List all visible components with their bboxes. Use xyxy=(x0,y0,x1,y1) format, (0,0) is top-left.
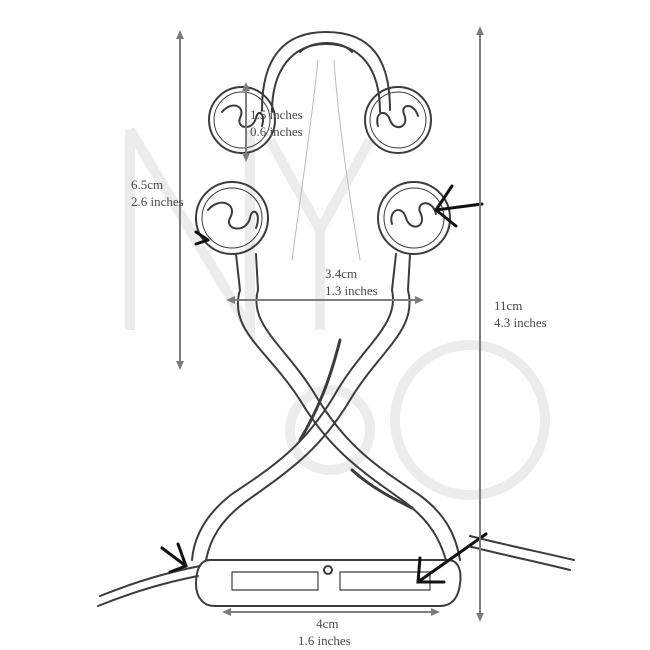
label-total-height-metric: 11cm xyxy=(494,298,523,313)
arrow-base-right xyxy=(416,532,488,584)
label-upper-height: 6.5cm 2.6 inches xyxy=(131,176,184,210)
pointer-arrows xyxy=(160,184,488,584)
arrow-ball-left xyxy=(194,230,210,246)
arrow-base-left xyxy=(160,542,188,574)
label-upper-height-metric: 6.5cm xyxy=(131,177,164,192)
ball-bottom-right xyxy=(377,181,451,255)
ball-bottom-left xyxy=(195,181,269,255)
dimension-lines xyxy=(176,26,484,622)
label-total-height-imperial: 4.3 inches xyxy=(494,315,547,330)
label-ball-imperial-2: 0.6 inches xyxy=(250,124,303,139)
label-mid-width: 3.4cm 1.3 inches xyxy=(325,265,378,299)
label-upper-height-imperial: 2.6 inches xyxy=(131,194,184,209)
product-outline xyxy=(97,31,575,607)
ball-top-right xyxy=(364,86,432,154)
label-mid-width-imperial: 1.3 inches xyxy=(325,283,378,298)
label-base-width-metric: 4cm xyxy=(316,616,339,631)
label-ball-imperial: 1.5 inches xyxy=(250,107,303,122)
label-mid-width-metric: 3.4cm xyxy=(325,266,358,281)
label-base-width-imperial: 1.6 inches xyxy=(298,633,351,648)
label-ball-size: 1.5 inches 0.6 inches xyxy=(250,106,303,140)
arrow-ball-right xyxy=(433,184,484,228)
watermark-logo xyxy=(125,127,550,500)
label-total-height: 11cm 4.3 inches xyxy=(494,297,547,331)
label-base-width: 4cm 1.6 inches xyxy=(298,615,351,649)
